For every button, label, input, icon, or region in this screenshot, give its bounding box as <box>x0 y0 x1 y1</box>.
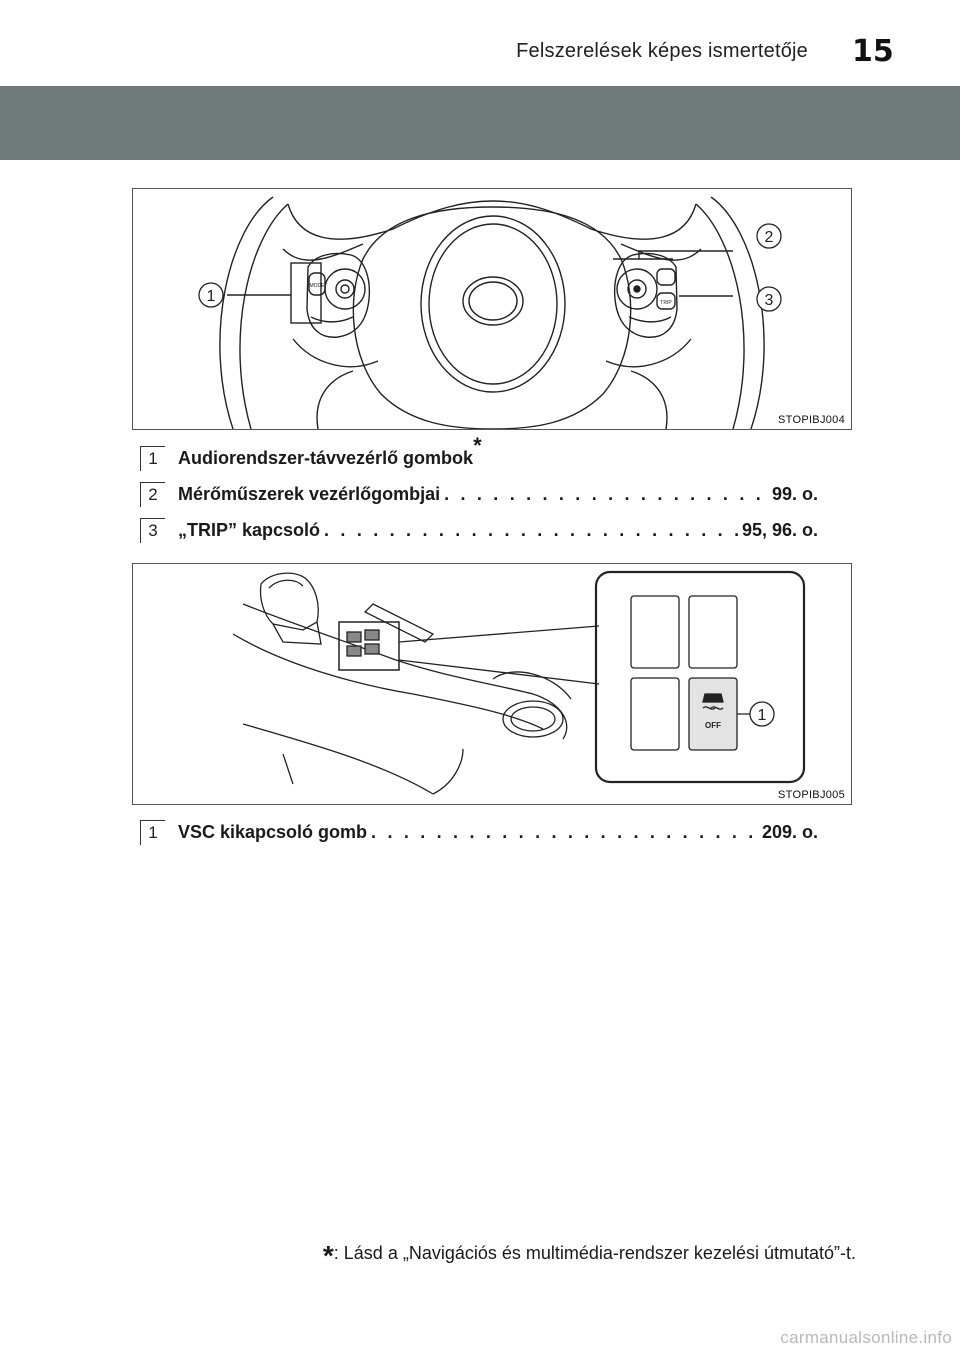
page-reference: 209. o. <box>761 822 818 842</box>
item-number: 2 <box>140 482 165 507</box>
leader-dots <box>371 822 758 843</box>
footnote: *: Lásd a „Navigációs és multimédia-rend… <box>323 1234 856 1271</box>
item-label: Audiorendszer-távvezérlő gombok <box>178 448 474 468</box>
list-item: 2 Mérőműszerek vezérlőgombjai 99. o. <box>140 480 830 514</box>
leader-dots <box>444 484 768 505</box>
footnote-marker: * <box>473 433 482 458</box>
item-label: Mérőműszerek vezérlőgombjai <box>178 484 441 504</box>
item-number: 1 <box>140 820 165 845</box>
list-item: 1 VSC kikapcsoló gomb 209. o. <box>140 818 830 852</box>
callout-2-label: 2 <box>765 229 774 246</box>
steering-wheel-illustration: 1 2 3 MODE TRIP <box>198 196 782 429</box>
vsc-off-text: OFF <box>705 721 721 730</box>
leader-dots <box>324 520 738 541</box>
item-number: 3 <box>140 518 165 543</box>
callout-1-label: 1 <box>207 288 216 305</box>
callout-3-label: 3 <box>765 292 774 309</box>
trip-button-text: TRIP <box>660 300 672 306</box>
steering-wheel-figure: 1 2 3 MODE TRIP STOPIBJ004 <box>132 188 852 430</box>
footnote-text: : Lásd a „Navigációs és multimédia-rends… <box>333 1243 856 1263</box>
footnote-star: * <box>322 1240 334 1271</box>
header-band <box>0 86 960 160</box>
callout-3-circle <box>756 286 782 312</box>
console-figure: OFF 1 STOPIBJ005 <box>132 563 852 805</box>
list-item: 1 Audiorendszer-távvezérlő gombok* <box>140 435 830 478</box>
mode-button-text: MODE <box>310 283 326 289</box>
figure-code: STOPIBJ005 <box>778 789 845 801</box>
page-reference: 95, 96. o. <box>741 520 818 540</box>
page-header <box>0 0 960 78</box>
item-number: 1 <box>140 446 165 471</box>
section-title: Felszerelések képes ismertetője <box>516 40 808 62</box>
callout-2-circle <box>756 223 782 249</box>
watermark: carmanualsonline.info <box>780 1328 952 1347</box>
page-reference: 99. o. <box>771 484 818 504</box>
callout-1-circle <box>198 282 224 308</box>
item-label: VSC kikapcsoló gomb <box>178 822 368 842</box>
callout-1-circle <box>749 701 775 727</box>
figure-code: STOPIBJ004 <box>778 414 845 426</box>
page-number: 15 <box>852 34 894 69</box>
callout-1-label: 1 <box>758 707 767 724</box>
item-label: „TRIP” kapcsoló <box>178 520 321 540</box>
console-illustration: OFF 1 <box>232 570 806 795</box>
list-item: 3 „TRIP” kapcsoló 95, 96. o. <box>140 516 830 550</box>
